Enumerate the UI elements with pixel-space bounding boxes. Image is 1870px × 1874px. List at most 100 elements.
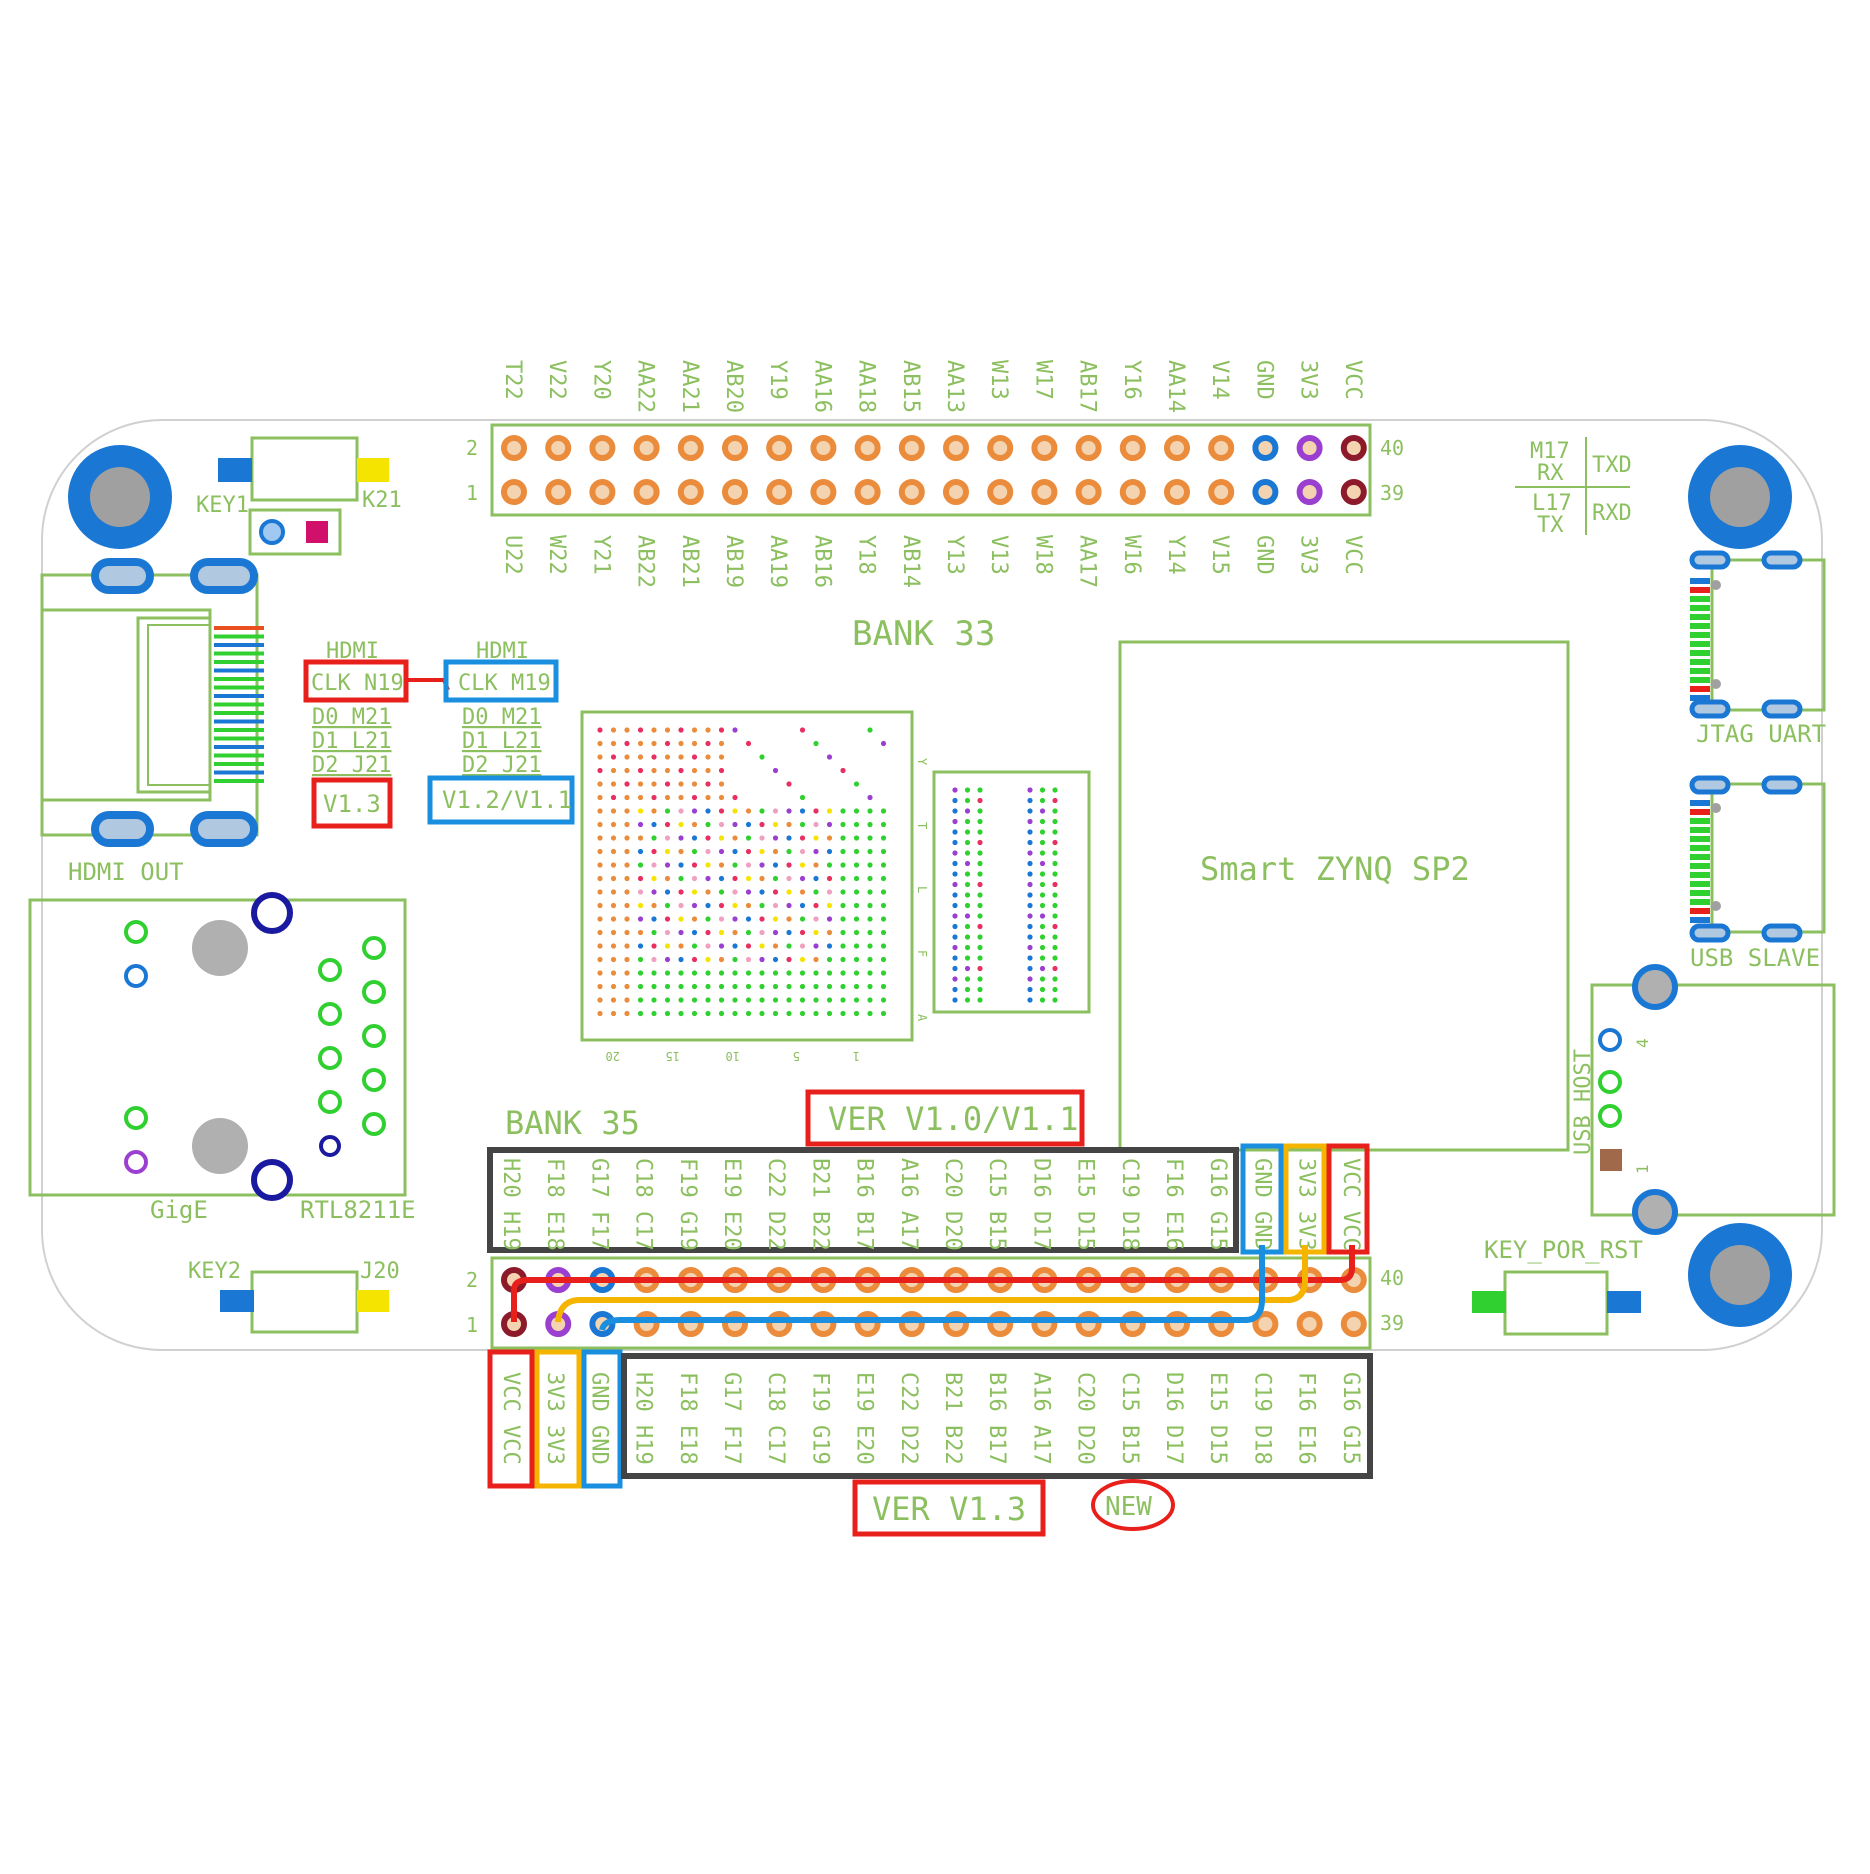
bank33-pad-odd	[633, 479, 660, 505]
micro-usb-pin	[1690, 845, 1710, 851]
bga-ball	[705, 821, 711, 828]
ddr-ball	[952, 934, 958, 940]
bga-ball	[799, 970, 806, 976]
bga-ball	[691, 862, 698, 868]
bank35-old-labels-box	[487, 1147, 1239, 1253]
bga-ball	[799, 997, 806, 1003]
ddr-ball	[964, 881, 971, 888]
ddr-ball	[977, 986, 983, 993]
ddr-ball	[964, 965, 971, 972]
new-gnd-box	[581, 1349, 623, 1489]
bga-ball	[718, 727, 725, 733]
bank33-bottom-pin-label: VCC	[1340, 535, 1365, 575]
bga-ball	[597, 821, 603, 828]
ddr-ball	[1027, 881, 1033, 888]
bga-ball	[718, 781, 725, 787]
bga-ball	[880, 848, 887, 855]
bank35-new-pin-label: F16 E16	[1294, 1372, 1319, 1465]
hdmi-connector	[40, 558, 264, 847]
ddr-ball	[1039, 829, 1046, 835]
bank35-old-pin-label: 3V3 3V3	[1294, 1158, 1319, 1251]
bga-ball	[732, 983, 738, 990]
d0-label-a: D0 M21	[312, 705, 391, 730]
micro-usb-pin	[1690, 668, 1710, 674]
bga-ball	[691, 997, 698, 1003]
ddr-ball	[952, 881, 958, 888]
ddr-ball	[977, 913, 983, 919]
bga-ball	[786, 875, 792, 882]
ddr-ball	[952, 818, 958, 825]
pin2-top-label: 2	[466, 436, 478, 460]
bga-ball	[813, 740, 819, 747]
bga-ball	[691, 943, 698, 949]
bga-ball	[624, 740, 630, 747]
hdmi-out-label: HDMI OUT	[68, 858, 184, 886]
bank33-bottom-pin-label: Y13	[942, 535, 967, 575]
bga-ball	[651, 727, 657, 733]
bga-ball	[867, 929, 873, 936]
bank33-pad-even	[854, 435, 881, 461]
bank33-top-pin-label: V14	[1207, 360, 1232, 400]
bga-ball	[637, 1010, 644, 1017]
bank33-pad-even	[589, 435, 616, 461]
bank33-pad-even	[1119, 435, 1146, 461]
bga-ball	[718, 997, 725, 1003]
bga-ball	[597, 943, 603, 949]
bga-ball	[880, 902, 887, 909]
bga-ball	[732, 727, 738, 733]
bank33-bottom-pin-label: AB14	[898, 535, 923, 588]
clk-m19-label: CLK M19	[458, 671, 551, 696]
ddr-ball	[1027, 923, 1033, 930]
bga-ball	[786, 889, 792, 895]
bga-ball	[651, 983, 657, 990]
bga-ball	[867, 997, 873, 1003]
bank33-bottom-pin-label: W16	[1119, 535, 1144, 575]
bga-ball	[664, 983, 671, 990]
bank35-old-pin-label: C19 D18	[1117, 1158, 1142, 1251]
ddr-ball	[1039, 818, 1046, 825]
ddr-ball	[952, 797, 958, 804]
bank33-pad-even	[987, 435, 1014, 461]
bga-ball	[799, 808, 806, 814]
bga-ball	[678, 889, 684, 895]
bga-ball	[732, 862, 738, 868]
uart-tx-label: TX	[1537, 513, 1564, 538]
bga-ball	[772, 808, 779, 814]
ddr-ball	[977, 934, 983, 940]
bga-ball	[786, 808, 792, 814]
bga-ball	[664, 781, 671, 787]
bga-ball	[799, 902, 806, 909]
bank33-bottom-pin-label: AB22	[633, 535, 658, 588]
bank33-label: BANK 33	[852, 614, 995, 654]
bga-ball	[651, 754, 657, 760]
micro-usb-pin	[1690, 881, 1710, 887]
bga-ball	[732, 848, 738, 855]
bga-ball	[826, 997, 833, 1003]
bga-ball	[664, 727, 671, 733]
bga-ball	[867, 794, 873, 801]
bga-ball	[867, 916, 873, 922]
d1-label-b: D1 L21	[462, 729, 541, 754]
bga-ball	[624, 889, 630, 895]
ddr-ball	[1052, 829, 1058, 835]
bga-ball	[840, 808, 846, 814]
bga-ball	[745, 835, 752, 841]
ddr-ball	[964, 808, 971, 814]
ddr-ball	[964, 986, 971, 993]
bga-ball	[799, 916, 806, 922]
bank33-top-pin-label: Y20	[588, 360, 613, 400]
bga-ball	[651, 956, 657, 963]
ddr-ball	[952, 839, 958, 846]
bga-ball	[651, 862, 657, 868]
bga-ball	[691, 727, 698, 733]
ddr-ball	[1039, 871, 1046, 877]
bank35-new-pin-label: GND GND	[586, 1372, 611, 1465]
micro-usb-pin	[1690, 908, 1710, 914]
bga-ball	[637, 929, 644, 936]
hdmi-pin	[214, 626, 264, 630]
bank33-top-pin-label: W17	[1030, 360, 1055, 400]
bga-ball	[772, 902, 779, 909]
ver-v10-box	[805, 1089, 1085, 1147]
bga-ball	[610, 754, 617, 760]
micro-usb-pin	[1690, 872, 1710, 878]
